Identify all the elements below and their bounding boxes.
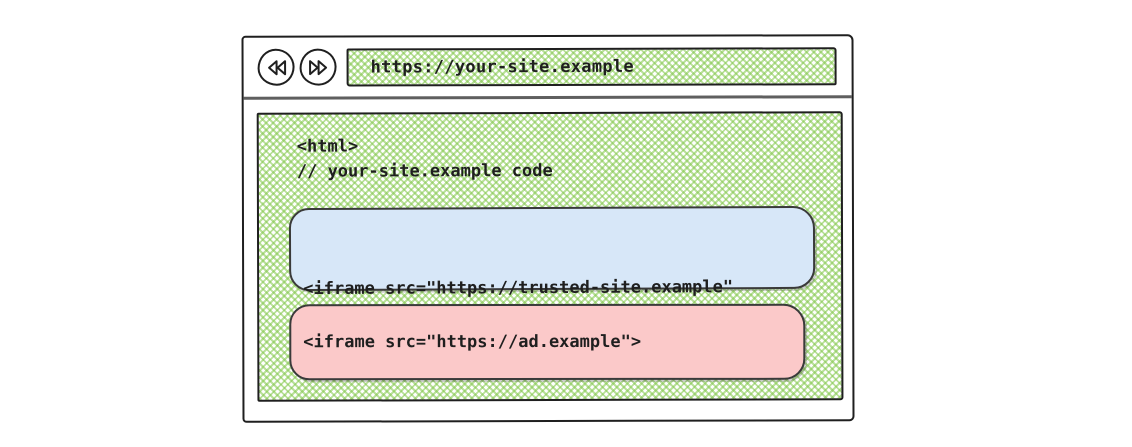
site-code-comment: // your-site.example code — [296, 160, 553, 182]
trusted-iframe-box: <iframe src="https://trusted-site.exampl… — [288, 205, 816, 377]
ad-iframe-code-line1: <iframe src="https://ad.example"> — [303, 331, 642, 353]
trusted-iframe-code-line1: <iframe src="https://trusted-site.exampl… — [303, 277, 734, 300]
browser-window: https://your-site.example <html> // your… — [241, 34, 855, 423]
url-text: https://your-site.example — [370, 56, 634, 77]
url-bar[interactable]: https://your-site.example — [346, 46, 837, 87]
page-content-your-site: <html> // your-site.example code <iframe… — [256, 111, 844, 402]
rewind-icon — [264, 56, 288, 78]
forward-button[interactable] — [299, 48, 337, 86]
html-open-tag: <html> — [296, 136, 359, 157]
ad-iframe-box: <iframe src="https://ad.example"> — [289, 303, 806, 381]
browser-toolbar: https://your-site.example — [243, 36, 852, 100]
back-button[interactable] — [257, 48, 295, 86]
fast-forward-icon — [306, 56, 330, 78]
